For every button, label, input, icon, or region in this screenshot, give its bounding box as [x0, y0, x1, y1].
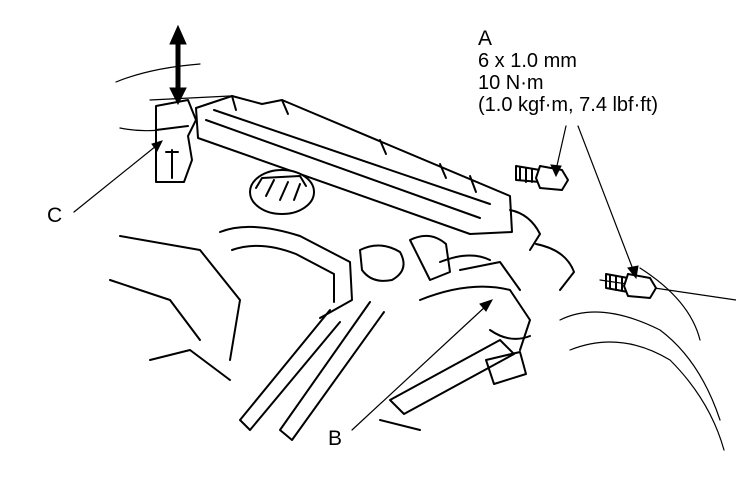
bolt-size: 6 x 1.0 mm — [478, 50, 577, 72]
bolt-a-upper — [515, 165, 569, 191]
leader-lines — [73, 125, 639, 431]
callout-c: C — [47, 204, 63, 227]
oil-filler-cap — [249, 169, 315, 215]
bolt-spec-callout: A 6 x 1.0 mm 10 N·m (1.0 kgf·m, 7.4 lbf·… — [478, 27, 659, 117]
up-down-arrow — [169, 24, 187, 106]
callout-b: B — [328, 427, 343, 450]
callout-a: A — [478, 27, 493, 50]
hoses — [109, 209, 575, 441]
bolt-a-lower — [605, 273, 657, 299]
cylinder-head-cover — [195, 95, 513, 235]
bolt-torque-nm: 10 N·m — [478, 72, 544, 94]
bolt-torque-alt: (1.0 kgf·m, 7.4 lbf·ft) — [478, 94, 659, 116]
bracket-c — [155, 99, 197, 183]
